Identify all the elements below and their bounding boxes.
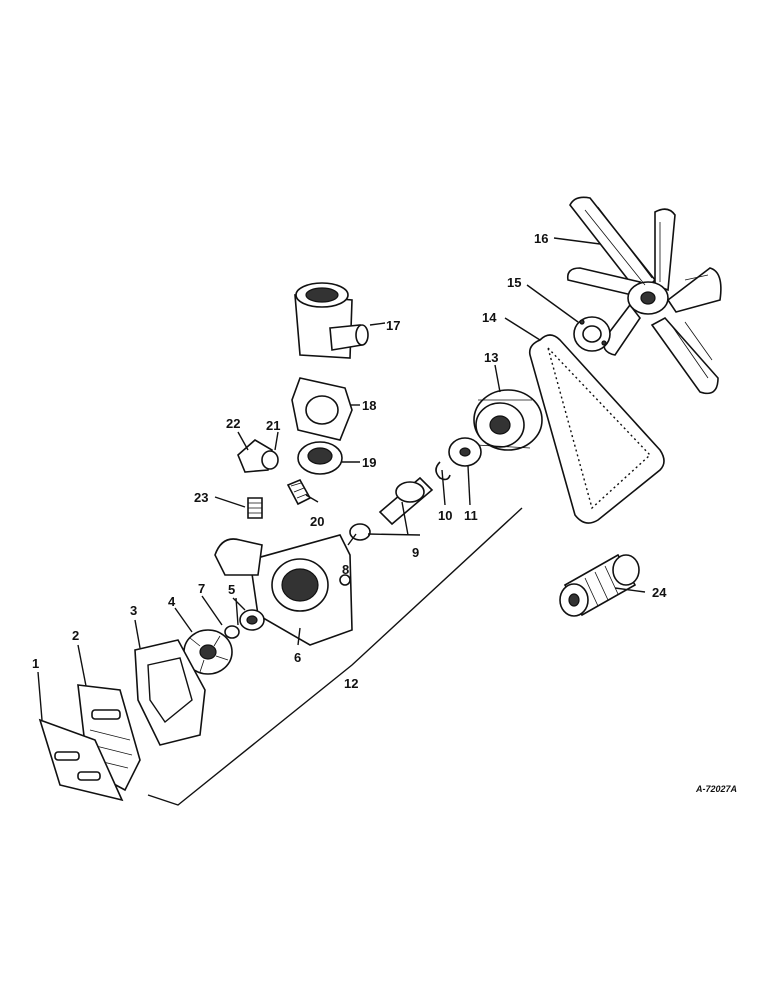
thermostat-part bbox=[297, 441, 343, 475]
callout-4: 4 bbox=[168, 594, 176, 609]
plug-part bbox=[286, 478, 312, 506]
fan-belt-part bbox=[528, 334, 665, 524]
callout-12: 12 bbox=[344, 676, 358, 691]
callout-18: 18 bbox=[362, 398, 376, 413]
leader-lines bbox=[37, 237, 646, 806]
shaft-bearing-part bbox=[349, 476, 434, 541]
callout-8: 8 bbox=[342, 562, 349, 577]
thermostat-gasket-part bbox=[291, 377, 353, 441]
hub-part bbox=[448, 437, 482, 467]
snap-ring-part bbox=[435, 461, 451, 481]
callout-15: 15 bbox=[507, 275, 521, 290]
callout-6: 6 bbox=[294, 650, 301, 665]
filter-element-part bbox=[559, 553, 640, 617]
pump-gasket-part bbox=[134, 639, 206, 746]
spring-part bbox=[247, 497, 263, 519]
figure-reference: A-72027A bbox=[695, 784, 737, 794]
callout-3: 3 bbox=[130, 603, 137, 618]
impeller-part bbox=[183, 629, 233, 675]
callout-labels: 1 2 3 4 5 6 7 8 9 10 11 12 13 14 15 16 1… bbox=[32, 231, 667, 691]
callout-2: 2 bbox=[72, 628, 79, 643]
callout-1: 1 bbox=[32, 656, 39, 671]
callout-19: 19 bbox=[362, 455, 376, 470]
callout-20: 20 bbox=[310, 514, 324, 529]
plate-gasket-part bbox=[38, 718, 124, 802]
callout-5: 5 bbox=[228, 582, 235, 597]
thermostat-housing-part bbox=[294, 282, 369, 359]
fan-part bbox=[566, 196, 722, 395]
callout-21: 21 bbox=[266, 418, 280, 433]
callout-22: 22 bbox=[226, 416, 240, 431]
callout-14: 14 bbox=[482, 310, 497, 325]
callout-16: 16 bbox=[534, 231, 548, 246]
seal-part bbox=[224, 609, 265, 639]
callout-23: 23 bbox=[194, 490, 208, 505]
callout-11: 11 bbox=[464, 508, 478, 523]
callout-17: 17 bbox=[386, 318, 400, 333]
callout-9: 9 bbox=[412, 545, 419, 560]
callout-13: 13 bbox=[484, 350, 498, 365]
elbow-fitting-part bbox=[237, 439, 279, 473]
callout-24: 24 bbox=[652, 585, 667, 600]
water-pump-pulley-part bbox=[473, 389, 543, 451]
callout-7: 7 bbox=[198, 581, 205, 596]
callout-10: 10 bbox=[438, 508, 452, 523]
fan-spacer-part bbox=[573, 316, 611, 352]
